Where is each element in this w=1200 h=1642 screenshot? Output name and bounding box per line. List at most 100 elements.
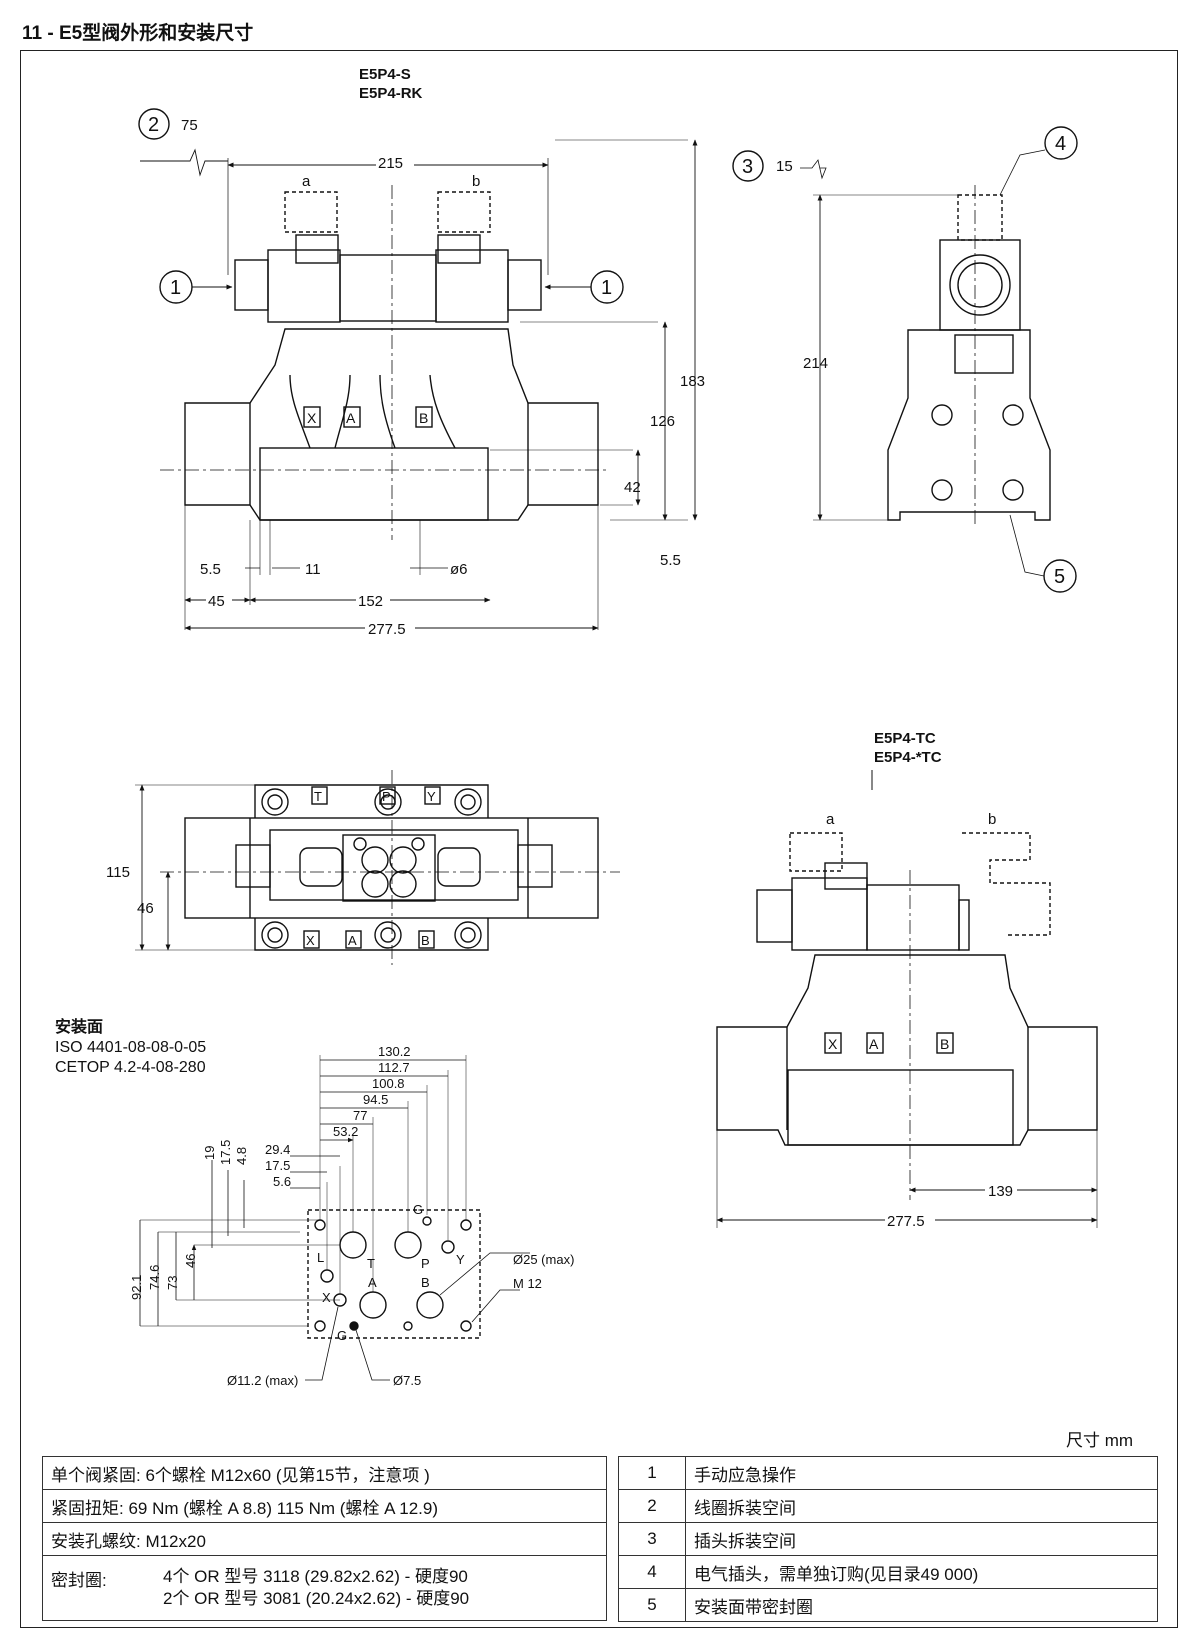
mounting-heading: 安装面 xyxy=(55,1017,103,1036)
dim-4-8: 4.8 xyxy=(234,1147,249,1165)
spec-bolts: 单个阀紧固: 6个螺栓 M12x60 (见第15节，注意项 ) xyxy=(42,1456,607,1490)
front-port-x: X xyxy=(307,410,317,426)
front-port-a: A xyxy=(346,410,356,426)
top-port-b: B xyxy=(421,933,430,948)
spec-seals: 密封圈: 4个 OR 型号 3118 (29.82x2.62) - 硬度90 2… xyxy=(42,1555,607,1621)
mount-label-t: T xyxy=(367,1256,375,1271)
front-solenoid-b: b xyxy=(472,173,480,190)
top-port-p: P xyxy=(382,789,391,804)
legend-text: 安装面带密封圈 xyxy=(685,1588,1158,1622)
tc-port-a: A xyxy=(869,1036,879,1052)
tc-model-1: E5P4-TC xyxy=(874,730,936,747)
note-m12: M 12 xyxy=(513,1276,542,1291)
dim-73: 73 xyxy=(165,1276,180,1290)
mounting-std-2: CETOP 4.2-4-08-280 xyxy=(55,1059,206,1076)
legend-num: 3 xyxy=(618,1522,686,1556)
dim-139: 139 xyxy=(988,1183,1013,1200)
top-port-a: A xyxy=(348,933,357,948)
dim-19: 19 xyxy=(202,1146,217,1160)
legend-num: 4 xyxy=(618,1555,686,1589)
tc-solenoid-a-label: a xyxy=(826,811,835,828)
mount-label-g-top: G xyxy=(413,1202,423,1217)
port-p-hole xyxy=(394,1231,422,1259)
dim-15: 15 xyxy=(776,158,793,175)
front-model-2: E5P4-RK xyxy=(359,85,423,102)
dim-74-6: 74.6 xyxy=(147,1265,162,1290)
legend-text: 手动应急操作 xyxy=(685,1456,1158,1490)
dim-42: 42 xyxy=(624,479,641,496)
legend-num: 1 xyxy=(618,1456,686,1490)
note-d11-2: Ø11.2 (max) xyxy=(227,1373,298,1388)
manual-override-left xyxy=(234,259,269,311)
port-a-hole xyxy=(359,1291,387,1319)
tc-solenoid-b-label: b xyxy=(988,811,996,828)
mount-label-g-bottom: G xyxy=(337,1328,347,1343)
spec-torque: 紧固扭矩: 69 Nm (螺栓 A 8.8) 115 Nm (螺栓 A 12.9… xyxy=(42,1489,607,1523)
note-d7-5: Ø7.5 xyxy=(393,1373,421,1388)
side-view: 214 15 3 4 5 xyxy=(732,126,1078,593)
tc-model-2: E5P4-*TC xyxy=(874,749,942,766)
tc-port-b: B xyxy=(940,1036,949,1052)
dim-100-8: 100.8 xyxy=(372,1076,405,1091)
table-row: 安装孔螺纹: M12x20 xyxy=(42,1522,607,1556)
dim-46-top: 46 xyxy=(137,900,154,917)
callout-5-text: 5 xyxy=(1054,566,1065,588)
mount-label-p: P xyxy=(421,1256,430,1271)
top-body xyxy=(184,817,599,919)
dim-215: 215 xyxy=(378,155,403,172)
front-view: E5P4-S E5P4-RK X A B a b 215 75 183 xyxy=(138,66,705,638)
top-port-t: T xyxy=(314,789,322,804)
tc-connector-a xyxy=(789,832,843,872)
dim-94-5: 94.5 xyxy=(363,1092,388,1107)
tc-view: E5P4-TC E5P4-*TC X A B a b 139 277.5 xyxy=(716,730,1098,1230)
spec-seal-line-2: 2个 OR 型号 3081 (20.24x2.62) - 硬度90 xyxy=(163,1589,470,1608)
port-b-hole xyxy=(416,1291,444,1319)
mounting-surface: 安装面 ISO 4401-08-08-0-05 CETOP 4.2-4-08-2… xyxy=(55,1017,574,1388)
dim-53-2: 53.2 xyxy=(333,1124,358,1139)
top-view: T P Y X A B 115 46 xyxy=(106,770,620,965)
page-title: 11 - E5型阀外形和安装尺寸 xyxy=(22,23,254,44)
dim-126: 126 xyxy=(650,413,675,430)
dim-45: 45 xyxy=(208,593,225,610)
front-port-b: B xyxy=(419,410,428,426)
connector-a-outline xyxy=(284,191,338,233)
callout-1-right-text: 1 xyxy=(601,277,612,299)
fastening-spec-table: 单个阀紧固: 6个螺栓 M12x60 (见第15节，注意项 ) 紧固扭矩: 69… xyxy=(42,1456,607,1621)
dim-277-5-tc: 277.5 xyxy=(887,1213,925,1230)
dim-5-5-right: 5.5 xyxy=(660,552,681,569)
callout-3 xyxy=(732,150,764,182)
dim-5-6: 5.6 xyxy=(273,1174,291,1189)
callout-2 xyxy=(138,108,170,140)
spec-seal-line-1: 4个 OR 型号 3118 (29.82x2.62) - 硬度90 xyxy=(163,1567,468,1586)
tc-valve-body xyxy=(716,954,1098,1146)
front-solenoid-a: a xyxy=(302,173,311,190)
mounting-block xyxy=(259,447,489,521)
dim-75: 75 xyxy=(181,117,198,134)
dim-29-4: 29.4 xyxy=(265,1142,290,1157)
port-t-hole xyxy=(339,1231,367,1259)
dim-d6: ø6 xyxy=(450,561,468,578)
mount-label-y: Y xyxy=(456,1252,465,1267)
table-row: 紧固扭矩: 69 Nm (螺栓 A 8.8) 115 Nm (螺栓 A 12.9… xyxy=(42,1489,607,1523)
solenoid-b xyxy=(435,249,509,323)
top-solenoid-row xyxy=(269,829,519,901)
callout-1-left-text: 1 xyxy=(170,277,181,299)
dim-115: 115 xyxy=(106,864,130,881)
unit-label: 尺寸 mm xyxy=(1066,1431,1134,1450)
side-solenoid xyxy=(939,239,1021,331)
dim-112-7: 112.7 xyxy=(378,1060,410,1075)
dim-130-2: 130.2 xyxy=(378,1044,411,1059)
spec-thread: 安装孔螺纹: M12x20 xyxy=(42,1522,607,1556)
callout-2-text: 2 xyxy=(148,114,159,136)
mount-label-a: A xyxy=(368,1275,377,1290)
dim-77: 77 xyxy=(353,1108,367,1123)
connector-b-outline xyxy=(437,191,491,233)
spec-seals-label: 密封圈: xyxy=(51,1571,107,1590)
dim-277-5-front: 277.5 xyxy=(368,621,406,638)
dim-183: 183 xyxy=(680,373,705,390)
callout-3-text: 3 xyxy=(742,156,753,178)
